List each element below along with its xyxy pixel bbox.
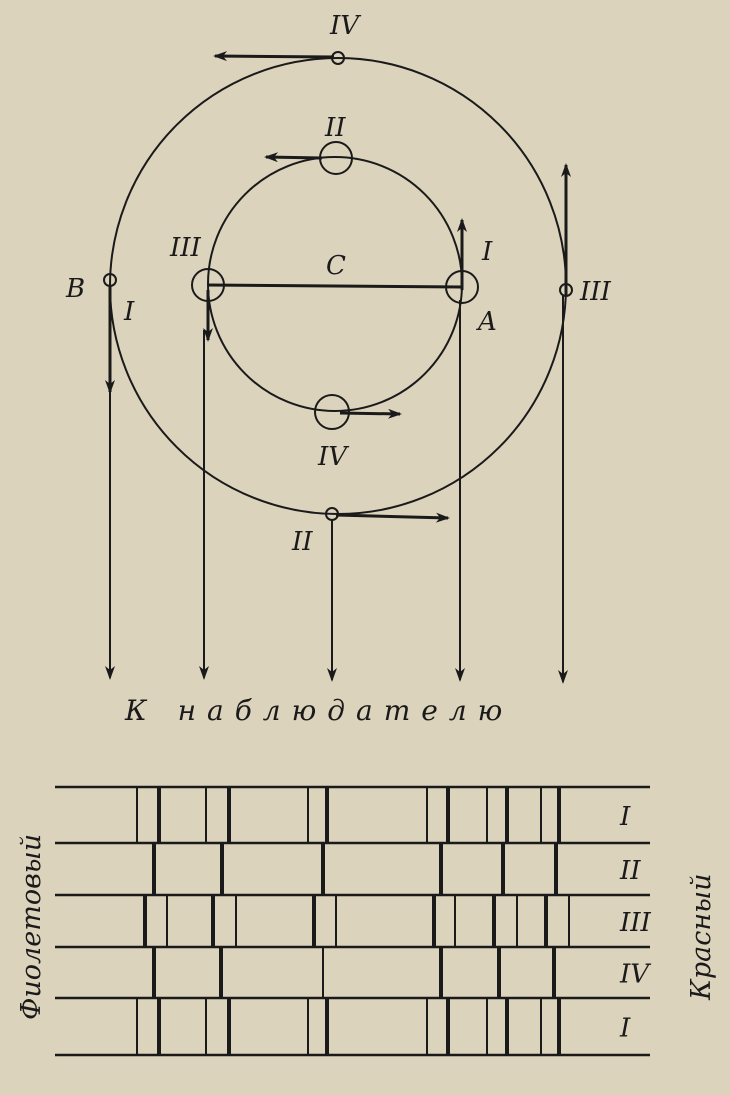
label-outer-iv: IV — [329, 11, 361, 41]
label-inner-iii: III — [169, 233, 202, 263]
label-inner-ii: II — [324, 113, 346, 143]
label-inner-iv: IV — [317, 442, 349, 472]
velocity-arrow — [213, 51, 335, 62]
label-outer-i: I — [123, 297, 135, 327]
center-line — [207, 283, 463, 289]
label-outer-iii: III — [579, 277, 612, 307]
velocity-arrow — [264, 152, 323, 163]
spectrum-row-label: III — [619, 908, 652, 938]
spectrum-row-label: I — [619, 1014, 631, 1044]
label-center: C — [326, 251, 346, 281]
red-label: Красный — [686, 873, 717, 1001]
observer-label: К наблюдателю — [124, 694, 513, 727]
label-point-b: B — [65, 274, 85, 304]
spectrum-row-label: II — [619, 856, 641, 886]
spectrum-row-label: I — [619, 802, 631, 832]
velocity-arrow — [335, 512, 450, 523]
label-outer-ii: II — [291, 527, 313, 557]
spectrum-strips — [55, 785, 650, 1057]
label-inner-i: I — [481, 237, 493, 267]
velocity-arrow — [339, 408, 402, 419]
label-point-a: A — [476, 307, 497, 337]
spectrum-row-label: IV — [619, 960, 651, 990]
violet-label: Фиолетовый — [16, 834, 47, 1020]
